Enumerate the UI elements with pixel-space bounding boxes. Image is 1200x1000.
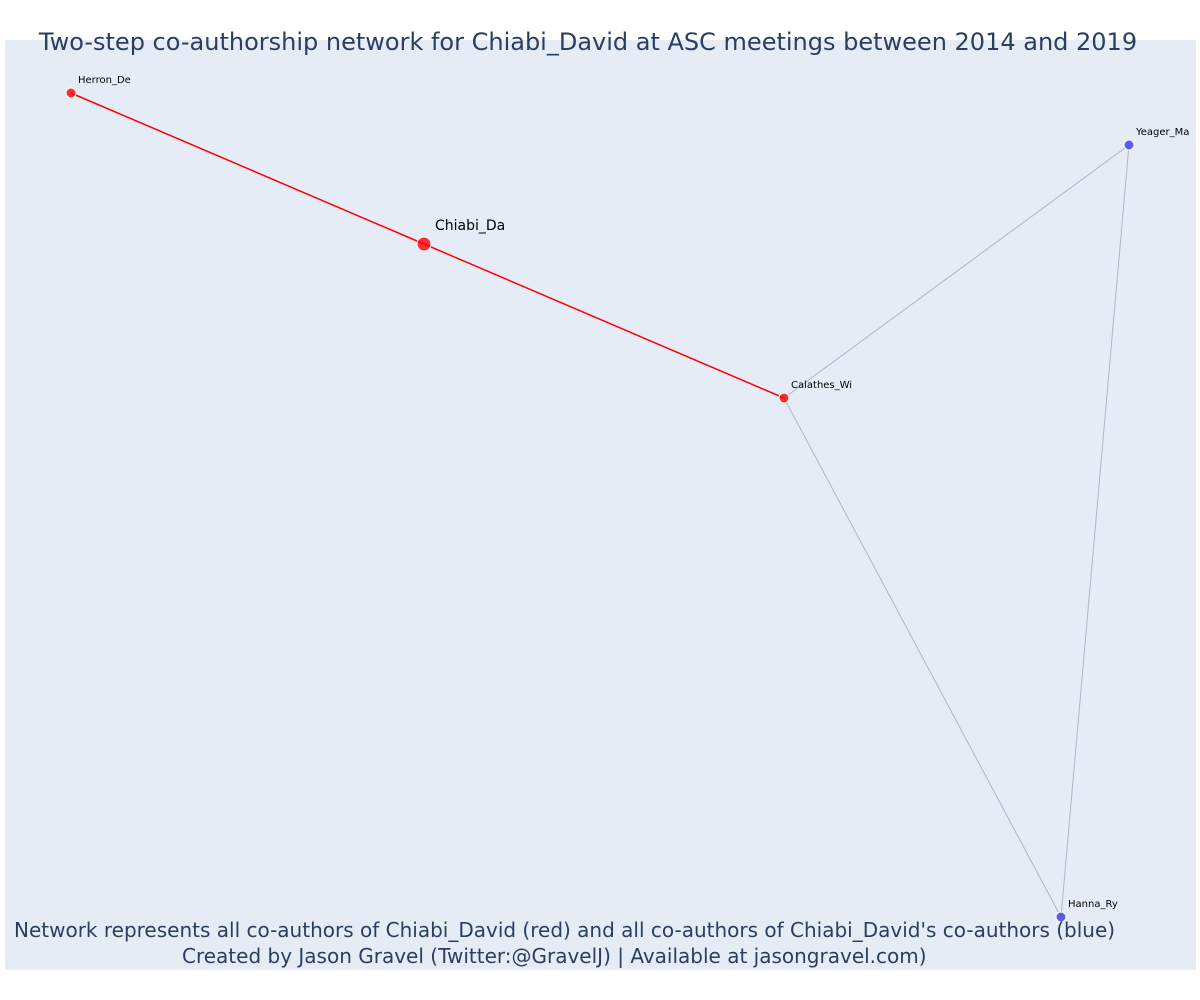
chart-title: Two-step co-authorship network for Chiab… <box>38 28 1138 56</box>
edge-calathes-yeager <box>783 144 1130 399</box>
edges-layer <box>70 92 1130 918</box>
node-label-yeager: Yeager_Ma <box>1135 127 1189 138</box>
node-chiabi[interactable] <box>416 236 432 252</box>
plot-background <box>5 40 1196 970</box>
node-label-calathes: Calathes_Wi <box>791 380 852 391</box>
node-hanna[interactable] <box>1055 911 1067 923</box>
node-herron[interactable] <box>65 87 77 99</box>
edge-chiabi-calathes <box>423 243 785 399</box>
node-calathes[interactable] <box>778 392 790 404</box>
footer-note: Network represents all co-authors of Chi… <box>14 918 1116 942</box>
node-yeager[interactable] <box>1123 139 1135 151</box>
footer-credit: Created by Jason Gravel (Twitter:@Gravel… <box>182 944 927 968</box>
node-label-hanna: Hanna_Ry <box>1068 899 1118 910</box>
node-label-chiabi: Chiabi_Da <box>435 218 505 234</box>
node-label-herron: Herron_De <box>78 75 131 86</box>
edge-yeager-hanna <box>1060 144 1130 918</box>
edge-herron-chiabi <box>70 92 425 245</box>
edge-calathes-hanna <box>783 397 1062 918</box>
nodes-layer <box>65 87 1135 923</box>
